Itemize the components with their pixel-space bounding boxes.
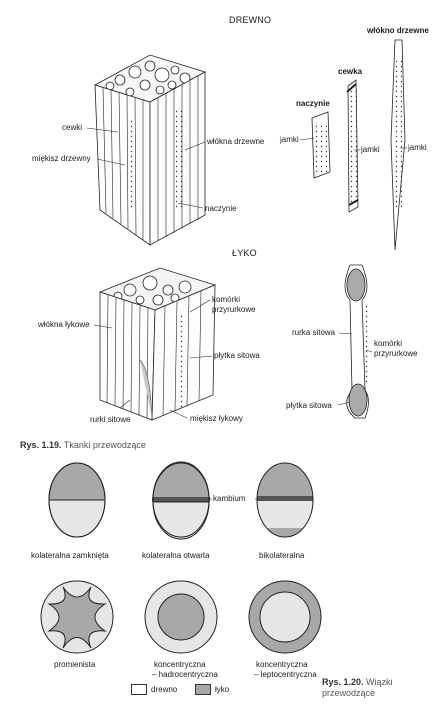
wood-block-diagram <box>93 54 207 246</box>
caption-text: Tkanki przewodzące <box>63 440 146 450</box>
label-przyrurkowe-2: przyrurkowe <box>374 349 418 358</box>
title-cewka: cewka <box>338 67 363 76</box>
caption-line1: Wiązki <box>366 677 393 687</box>
label-miekisz-drzewny: miękisz drzewny <box>32 154 91 163</box>
label-hadrocentryczna-1: koncentryczna <box>154 660 206 669</box>
bundle-hadrocentryczna <box>144 580 218 654</box>
label-wlokna-drzewne: włókna drzewne <box>207 137 265 146</box>
label-kambium: kambium <box>213 494 246 503</box>
caption-num-2: Rys. 1.20. <box>322 677 364 687</box>
label-jamki-2: jamki <box>361 145 380 154</box>
label-komorki: komórki <box>212 295 241 304</box>
title-wlokno-drzewne: włókno drzewne <box>367 26 429 35</box>
label-promienista: promienista <box>54 660 96 669</box>
bundle-promienista <box>40 580 114 654</box>
label-wlokna-lykowe: włókna łykowe <box>38 320 90 329</box>
label-rurka-sitowa: rurka sitowa <box>292 328 336 337</box>
wood-cell-leaders <box>299 137 407 151</box>
label-kolateralna-zamknieta: kolateralna zamknięta <box>31 551 109 560</box>
label-komorki-2: komórki <box>374 339 403 348</box>
label-leptocentryczna-2: – leptocentryczna <box>254 670 317 679</box>
label-plytka-sitowa-2: płytka sitowa <box>286 401 332 410</box>
label-leptocentryczna-1: koncentryczna <box>256 660 308 669</box>
legend-swatch-drewno <box>131 684 147 695</box>
caption-line2: przewodzące <box>322 688 376 698</box>
legend-label-lyko: łyko <box>215 685 230 694</box>
label-przyrurkowe: przyrurkowe <box>212 305 256 314</box>
header-lyko: ŁYKO <box>232 248 257 258</box>
bundle-leptocentryczna <box>248 580 322 654</box>
caption-fig-1-20: Rys. 1.20. Wiązki <box>322 677 393 687</box>
label-plytka-sitowa: płytka sitowa <box>214 351 260 360</box>
wood-leaders <box>86 127 206 209</box>
label-naczynie: naczynie <box>205 204 237 213</box>
label-hadrocentryczna-2: – hadrocentryczna <box>152 670 218 679</box>
caption-fig-1-19: Rys. 1.19. Tkanki przewodzące <box>20 440 146 450</box>
header-drewno: DREWNO <box>229 15 272 25</box>
caption-num: Rys. 1.19. <box>20 440 62 450</box>
label-miekisz-lykowy: miękisz łykowy <box>190 414 243 423</box>
label-jamki-3: jamki <box>408 143 427 152</box>
bundle-bikolateralna <box>256 462 314 538</box>
legend-swatch-lyko <box>195 684 211 695</box>
sieve-tube-diagram <box>344 264 369 419</box>
bast-block-diagram <box>98 267 217 421</box>
wood-cells-diagram <box>311 39 406 251</box>
label-bikolateralna: bikolateralna <box>259 551 305 560</box>
label-rurki-sitowe: rurki sitowe <box>90 415 131 424</box>
label-kolateralna-otwarta: kolateralna otwarta <box>142 551 210 560</box>
sieve-tube-leaders <box>337 332 373 406</box>
bast-leaders <box>93 299 213 419</box>
legend-label-drewno: drewno <box>151 685 178 694</box>
bundle-kolateralna-otwarta <box>152 461 210 540</box>
bundle-kolateralna-zamknieta <box>48 462 106 538</box>
label-jamki-1: jamki <box>280 135 299 144</box>
label-cewki: cewki <box>62 123 83 132</box>
title-naczynie: naczynie <box>296 99 330 108</box>
